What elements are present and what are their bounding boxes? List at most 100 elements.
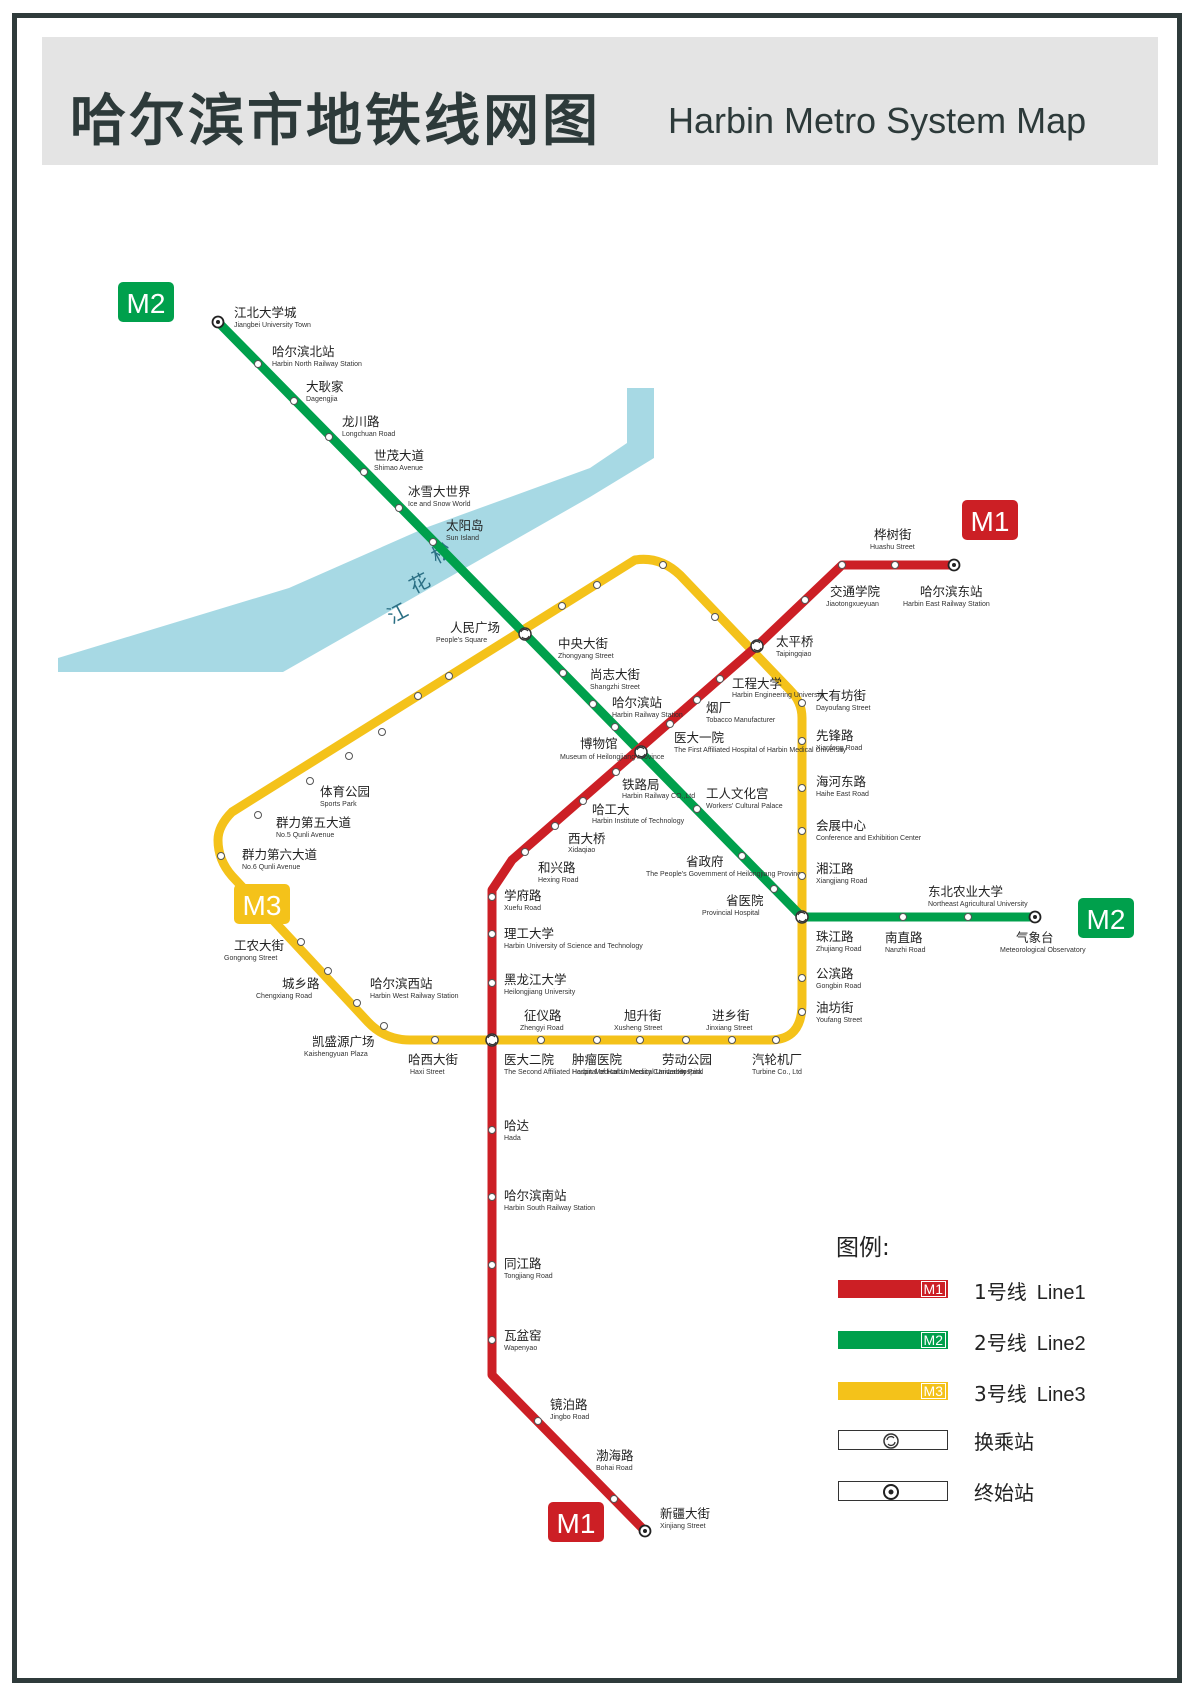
svg-text:Xiangjiang Road: Xiangjiang Road bbox=[816, 878, 867, 885]
transfer-icon bbox=[795, 910, 809, 924]
legend-box-transfer bbox=[838, 1430, 948, 1450]
svg-text:Xusheng Street: Xusheng Street bbox=[614, 1025, 662, 1032]
station-zhengyi: 征仪路 bbox=[524, 1008, 562, 1023]
station-jingbo: 镜泊路 bbox=[550, 1397, 588, 1412]
station-peoples-square: 人民广场 bbox=[450, 620, 500, 635]
svg-text:Heilongjiang University: Heilongjiang University bbox=[504, 989, 576, 996]
svg-text:Harbin University of Science a: Harbin University of Science and Technol… bbox=[504, 943, 643, 950]
line1-stations: 桦树街 Huashu Street 哈尔滨东站 Harbin East Rail… bbox=[488, 527, 990, 1538]
sun-island-shore bbox=[420, 520, 500, 575]
station-jiaotong: 交通学院 bbox=[830, 584, 881, 599]
m1-badge-north bbox=[962, 500, 1018, 540]
station-hagongda: 哈工大 bbox=[592, 802, 630, 817]
svg-text:The Second Affiliated Hospital: The Second Affiliated Hospital of Harbin… bbox=[504, 1069, 687, 1076]
station-tongjiang: 同江路 bbox=[504, 1256, 542, 1271]
svg-text:Nanzhi Road: Nanzhi Road bbox=[885, 947, 926, 954]
svg-text:Labor Park: Labor Park bbox=[668, 1069, 703, 1076]
station-haxi: 哈西大街 bbox=[408, 1052, 458, 1067]
station-zhongyang: 中央大街 bbox=[558, 636, 608, 651]
svg-text:Gongbin Road: Gongbin Road bbox=[816, 983, 861, 990]
svg-text:Harbin Medical University Canc: Harbin Medical University Cancer Hospita… bbox=[572, 1069, 704, 1076]
svg-text:Tongjiang Road: Tongjiang Road bbox=[504, 1273, 553, 1280]
station-qunli5: 群力第五大道 bbox=[276, 815, 352, 830]
station-hada: 哈达 bbox=[504, 1118, 530, 1133]
legend-label-terminal: 终始站 bbox=[974, 1481, 1034, 1505]
svg-text:Hada: Hada bbox=[504, 1135, 521, 1142]
svg-text:Harbin East Railway Station: Harbin East Railway Station bbox=[903, 601, 990, 608]
station-jinxiang: 进乡街 bbox=[712, 1008, 750, 1023]
legend-title: 图例: bbox=[836, 1235, 890, 1261]
station-tiyu-park: 体育公园 bbox=[320, 784, 370, 799]
svg-text:Longchuan Road: Longchuan Road bbox=[342, 431, 395, 438]
svg-text:Sun Island: Sun Island bbox=[446, 535, 479, 542]
title-banner bbox=[42, 37, 1158, 165]
transfer-icon bbox=[750, 639, 764, 653]
station-provincial-hospital: 省医院 bbox=[726, 893, 764, 908]
station-jiangbei-univ: 江北大学城 bbox=[234, 305, 297, 320]
station-haihe-east: 海河东路 bbox=[816, 774, 867, 789]
station-harbin-south: 哈尔滨南站 bbox=[504, 1188, 567, 1203]
svg-text:Northeast Agricultural Univers: Northeast Agricultural University bbox=[928, 901, 1028, 908]
svg-text:Gongnong Street: Gongnong Street bbox=[224, 955, 277, 962]
svg-text:Haihe East Road: Haihe East Road bbox=[816, 791, 869, 798]
svg-text:Shangzhi Street: Shangzhi Street bbox=[590, 684, 640, 691]
svg-text:Huashu Street: Huashu Street bbox=[870, 544, 915, 551]
svg-text:Xuefu Road: Xuefu Road bbox=[504, 905, 541, 912]
terminal-icon bbox=[883, 1484, 899, 1500]
m3-badge-label: M3 bbox=[243, 890, 282, 921]
svg-text:Workers' Cultural Palace: Workers' Cultural Palace bbox=[706, 803, 783, 810]
svg-text:Harbin South Railway Station: Harbin South Railway Station bbox=[504, 1205, 595, 1212]
station-huizhan: 会展中心 bbox=[816, 818, 867, 833]
m1-badge-south bbox=[548, 1502, 604, 1542]
transfer-stations bbox=[485, 627, 809, 1047]
line3-track bbox=[213, 554, 807, 1045]
svg-text:Tobacco Manufacturer: Tobacco Manufacturer bbox=[706, 717, 776, 724]
line2-track bbox=[214, 318, 1035, 922]
station-dayoufang: 大有坊街 bbox=[816, 688, 866, 703]
svg-text:Jingbo Road: Jingbo Road bbox=[550, 1414, 589, 1421]
svg-text:No.6 Qunli Avenue: No.6 Qunli Avenue bbox=[242, 864, 300, 871]
station-gongnong: 工农大街 bbox=[234, 938, 284, 953]
station-wapenyao: 瓦盆窑 bbox=[504, 1328, 542, 1343]
station-taipingqiao: 太平桥 bbox=[776, 634, 814, 649]
svg-text:Wapenyao: Wapenyao bbox=[504, 1345, 537, 1352]
m2-badge-north-label: M2 bbox=[127, 288, 166, 319]
station-xidaqiao: 西大桥 bbox=[568, 831, 606, 846]
svg-text:People's Square: People's Square bbox=[436, 637, 487, 644]
legend-swatch-line3: M3 bbox=[838, 1382, 948, 1400]
station-bohai: 渤海路 bbox=[596, 1448, 634, 1463]
svg-text:Shimao Avenue: Shimao Avenue bbox=[374, 465, 423, 472]
station-kaishengyuan: 凯盛源广场 bbox=[312, 1034, 375, 1049]
station-zhongliu: 肿瘤医院 bbox=[572, 1052, 623, 1067]
station-qunli6: 群力第六大道 bbox=[242, 847, 318, 862]
svg-text:Conference and Exhibition Cent: Conference and Exhibition Center bbox=[816, 835, 922, 842]
m2-badge-east bbox=[1078, 898, 1134, 938]
station-qixiangtai: 气象台 bbox=[1016, 930, 1054, 945]
svg-text:The First Affiliated Hospital: The First Affiliated Hospital of Harbin … bbox=[674, 747, 847, 754]
line2-stations: 江北大学城 Jiangbei University Town 哈尔滨北站 Har… bbox=[211, 305, 1086, 954]
transfer-icon bbox=[485, 1033, 499, 1047]
svg-text:Xidaqiao: Xidaqiao bbox=[568, 847, 595, 854]
station-huashu: 桦树街 bbox=[874, 527, 912, 542]
svg-text:Harbin Institute of Technology: Harbin Institute of Technology bbox=[592, 818, 685, 825]
station-yida-yiyuan: 医大一院 bbox=[674, 730, 725, 745]
station-chengxiang: 城乡路 bbox=[282, 976, 320, 991]
svg-text:Zhengyi Road: Zhengyi Road bbox=[520, 1025, 564, 1032]
station-neau: 东北农业大学 bbox=[928, 884, 1003, 899]
station-harbin-west: 哈尔滨西站 bbox=[370, 976, 433, 991]
svg-text:Xinjiang Street: Xinjiang Street bbox=[660, 1523, 706, 1530]
m1-badge-south-label: M1 bbox=[557, 1508, 596, 1539]
legend-label-line1-cn: 1号线 bbox=[974, 1280, 1027, 1304]
legend-label-line3-cn: 3号线 bbox=[974, 1382, 1027, 1406]
station-xuefu: 学府路 bbox=[504, 888, 542, 903]
songhua-river bbox=[58, 388, 654, 672]
svg-text:Dayoufang Street: Dayoufang Street bbox=[816, 705, 871, 712]
svg-text:No.5 Qunli Avenue: No.5 Qunli Avenue bbox=[276, 832, 334, 839]
station-heida: 黑龙江大学 bbox=[504, 972, 567, 987]
station-hexing: 和兴路 bbox=[538, 860, 576, 875]
m2-badge-north bbox=[118, 282, 174, 322]
